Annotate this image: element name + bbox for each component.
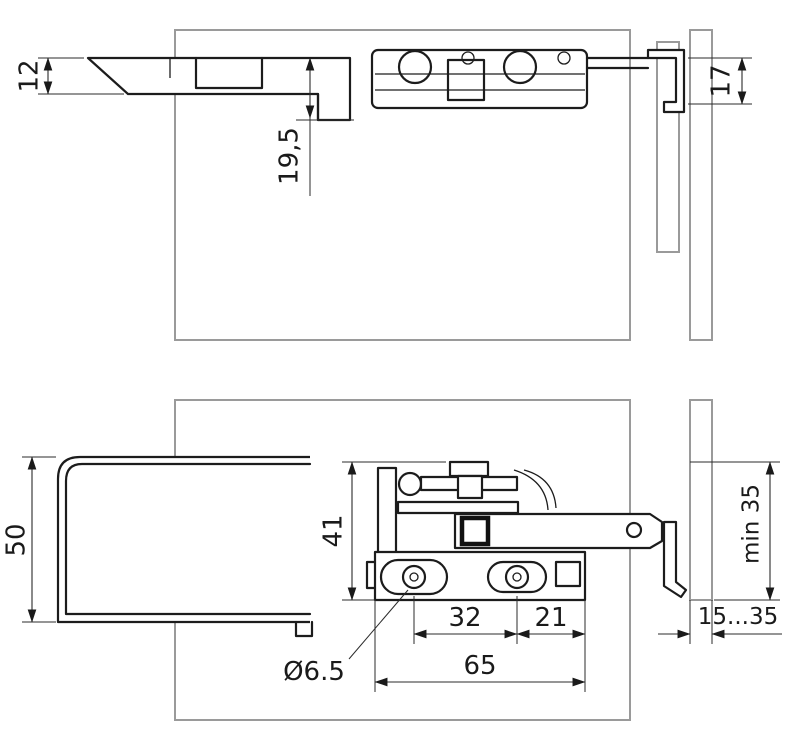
hinge-adjuster-block — [446, 58, 486, 102]
mounting-rail-top-view — [656, 41, 680, 253]
mech-top-block — [448, 460, 490, 478]
mech-hole-right-center — [512, 572, 522, 582]
mech-screw-head — [397, 471, 423, 497]
hinge-cam-right — [502, 49, 538, 85]
dim-label-dia-6-5: Ø6.5 — [283, 657, 345, 687]
dim-label-min-35: min 35 — [739, 484, 765, 564]
hinge-hook-plate — [646, 48, 686, 114]
hinge-base-plate — [370, 48, 589, 110]
dim-label-15-35: 15...35 — [698, 604, 778, 630]
mech-hole-left-center — [409, 572, 419, 582]
dim-hole-diameter: Ø6.5 — [283, 589, 409, 687]
mech-slot-left — [379, 558, 449, 596]
dim-label-65: 65 — [463, 651, 496, 681]
hinge-screw-right — [557, 51, 571, 65]
dim-label-19-5: 19,5 — [275, 127, 305, 185]
hinge-cam-left — [397, 49, 433, 85]
mech-base-notch — [365, 560, 377, 590]
mech-slot-right — [486, 560, 548, 594]
dim-panel-thickness-range: 15...35 — [658, 604, 782, 639]
cover-cap-outer — [56, 455, 310, 624]
dim-hole-to-edge: 21 — [516, 603, 586, 639]
dim-label-50: 50 — [2, 523, 32, 556]
cover-cap-inner — [64, 462, 312, 616]
dim-bracket-depth: 19,5 — [275, 57, 354, 196]
hinge-screw-left — [461, 51, 475, 65]
dim-label-21: 21 — [534, 603, 567, 633]
wall-panel-bottom-view — [689, 399, 713, 601]
mech-hole-left — [401, 564, 427, 590]
top-view: 12 19,5 17 — [15, 29, 752, 341]
mech-clip — [554, 560, 582, 588]
bottom-view: 50 41 min 35 32 21 — [2, 399, 782, 721]
mech-adjuster-block — [456, 474, 484, 500]
dim-cover-height: 50 — [2, 456, 56, 623]
mech-arm — [453, 512, 664, 550]
dim-plate-length: 65 — [374, 651, 586, 687]
mech-spring-outer — [523, 469, 557, 509]
mech-spring-inner — [513, 469, 549, 511]
cover-cap-lip — [294, 620, 314, 638]
dim-mech-height: 41 — [319, 461, 446, 601]
mech-arm-hole — [625, 521, 643, 539]
leader-hole-diameter — [348, 589, 409, 660]
dim-label-17: 17 — [707, 64, 737, 97]
mech-hook-foot — [662, 520, 688, 599]
bracket-notch — [194, 56, 264, 90]
dim-hook-height: 17 — [688, 57, 752, 105]
dim-bracket-height: 12 — [15, 57, 124, 95]
wall-panel-top-view — [689, 29, 713, 341]
mech-lower-rail — [396, 500, 520, 515]
dim-label-12: 12 — [15, 59, 45, 92]
dim-hole-spacing: 32 — [413, 603, 518, 639]
dim-min-engagement: min 35 — [690, 461, 780, 601]
mech-hole-right — [504, 564, 530, 590]
dim-label-41: 41 — [319, 514, 349, 547]
dim-label-32: 32 — [448, 603, 481, 633]
mech-arm-square-window — [459, 515, 491, 547]
mech-left-plate — [376, 466, 398, 556]
